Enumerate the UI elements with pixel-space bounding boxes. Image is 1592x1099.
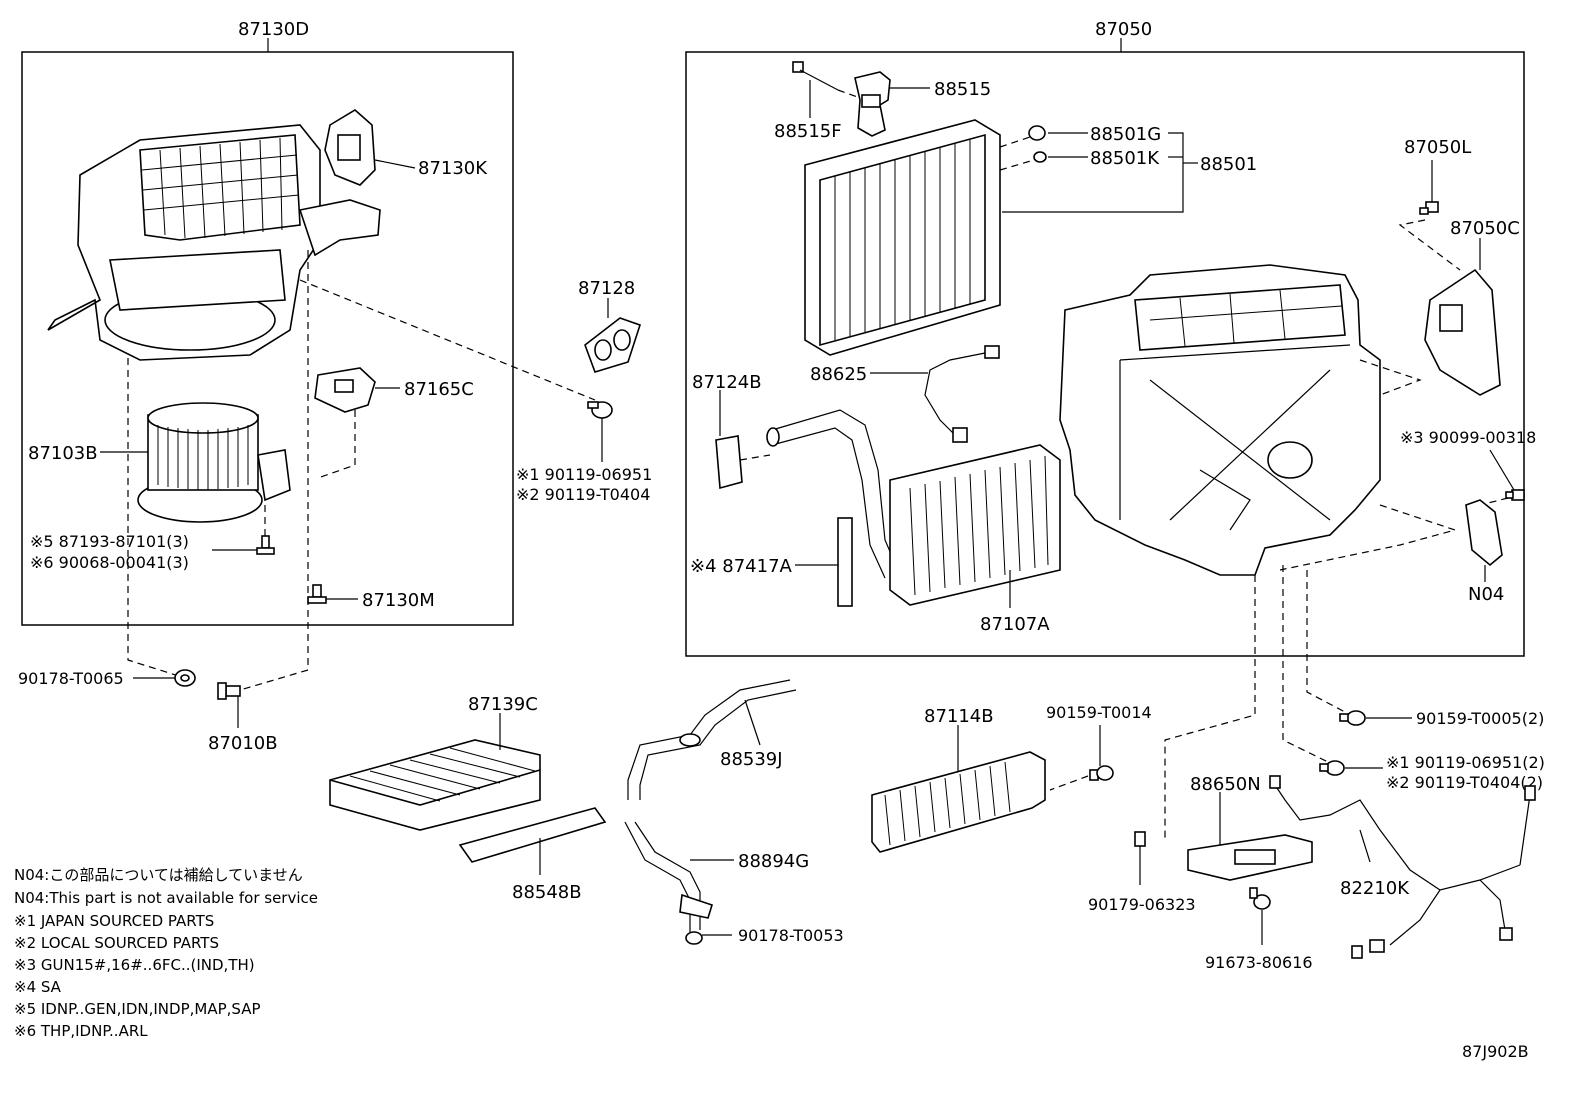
label-88501: 88501 bbox=[1200, 154, 1257, 175]
grommet-87128 bbox=[584, 317, 642, 373]
label-88548B: 88548B bbox=[512, 882, 582, 903]
label-87010B: 87010B bbox=[208, 733, 278, 754]
note-2: ※2 LOCAL SOURCED PARTS bbox=[14, 934, 219, 952]
sub-heater-87114B bbox=[871, 751, 1046, 853]
screw-87193 bbox=[256, 535, 275, 555]
label-87107A: 87107A bbox=[980, 614, 1050, 635]
drain-hose-88894G bbox=[624, 821, 713, 940]
seal-87417A bbox=[837, 517, 853, 607]
screw-87130M bbox=[307, 584, 327, 604]
note-n04-en: N04:This part is not available for servi… bbox=[14, 889, 318, 907]
group-label-87050: 87050 bbox=[1095, 19, 1152, 40]
resistor-87165C bbox=[314, 367, 376, 413]
label-88515: 88515 bbox=[934, 79, 991, 100]
label-87050C: 87050C bbox=[1450, 218, 1520, 239]
label-87139C: 87139C bbox=[468, 694, 538, 715]
note-5: ※5 IDNP..GEN,IDN,INDP,MAP,SAP bbox=[14, 1000, 261, 1018]
note-6: ※6 THP,IDNP..ARL bbox=[14, 1022, 148, 1040]
heater-core-87107A bbox=[889, 444, 1061, 606]
label-88501G: 88501G bbox=[1090, 124, 1161, 145]
label-87050L: 87050L bbox=[1404, 137, 1471, 158]
label-88650N: 88650N bbox=[1190, 774, 1261, 795]
label-90119-06951: ※1 90119-06951 bbox=[516, 465, 652, 484]
label-87193-87101: ※5 87193-87101(3) bbox=[30, 532, 189, 551]
label-88539J: 88539J bbox=[720, 749, 783, 770]
label-87114B: 87114B bbox=[924, 706, 994, 727]
diagram-code: 87J902B bbox=[1462, 1042, 1529, 1061]
label-88515F: 88515F bbox=[774, 121, 842, 142]
label-87124B: 87124B bbox=[692, 372, 762, 393]
screw-90159-T0014 bbox=[1089, 765, 1114, 781]
screw-90099-00318 bbox=[1505, 489, 1525, 501]
o-ring-88501K bbox=[1033, 151, 1047, 163]
label-N04: N04 bbox=[1468, 584, 1504, 605]
label-90119-T0404-2: ※2 90119-T0404(2) bbox=[1386, 773, 1543, 792]
group-box-87050 bbox=[685, 51, 1525, 657]
label-90159-T0014: 90159-T0014 bbox=[1046, 703, 1152, 722]
label-90159-T0005: 90159-T0005(2) bbox=[1416, 709, 1544, 728]
label-87130M: 87130M bbox=[362, 590, 435, 611]
label-90099-00318: ※3 90099-00318 bbox=[1400, 428, 1536, 447]
heater-pipes bbox=[766, 409, 899, 579]
label-87128: 87128 bbox=[578, 278, 635, 299]
label-88501K: 88501K bbox=[1090, 148, 1160, 169]
thermistor-88625 bbox=[924, 345, 1000, 443]
wire-harness-82210K bbox=[1269, 775, 1536, 959]
evaporator-88501 bbox=[804, 119, 1001, 356]
note-1: ※1 JAPAN SOURCED PARTS bbox=[14, 912, 214, 930]
screw-91673-80616 bbox=[1249, 887, 1271, 910]
note-n04-jp: N04:この部品については補給していません bbox=[14, 866, 303, 884]
screw-90159-T0005 bbox=[1339, 710, 1366, 726]
blower-motor-87103B bbox=[137, 402, 291, 523]
expansion-valve-88515 bbox=[854, 71, 891, 137]
clamp-87124B bbox=[715, 435, 743, 490]
screw-87050L bbox=[1419, 201, 1439, 215]
blower-housing-illustration bbox=[47, 124, 381, 361]
drain-hose-88539J bbox=[627, 679, 797, 800]
o-ring-88501G bbox=[1028, 125, 1046, 141]
label-88894G: 88894G bbox=[738, 851, 809, 872]
actuator-87130K bbox=[324, 109, 376, 186]
label-90178-T0053: 90178-T0053 bbox=[738, 926, 844, 945]
filter-cover-88548B bbox=[458, 807, 607, 863]
label-87103B: 87103B bbox=[28, 443, 98, 464]
label-90068-00041: ※6 90068-00041(3) bbox=[30, 553, 189, 572]
screw-87010B bbox=[217, 682, 241, 700]
bracket-N04 bbox=[1465, 499, 1503, 567]
group-box-87130D bbox=[21, 51, 514, 626]
screw-90119-center bbox=[587, 401, 613, 419]
label-87165C: 87165C bbox=[404, 379, 474, 400]
label-88625: 88625 bbox=[810, 364, 867, 385]
air-filter-87139C bbox=[329, 739, 541, 831]
bolt-88515F bbox=[792, 61, 839, 91]
label-91673-80616: 91673-80616 bbox=[1205, 953, 1313, 972]
clip-90179-06323 bbox=[1134, 831, 1146, 847]
label-90119-T0404: ※2 90119-T0404 bbox=[516, 485, 650, 504]
label-90179-06323: 90179-06323 bbox=[1088, 895, 1196, 914]
washer-90178-T0065 bbox=[174, 669, 196, 687]
group-label-87130D: 87130D bbox=[238, 19, 309, 40]
control-module-88650N bbox=[1187, 834, 1313, 881]
screw-90119-right bbox=[1319, 760, 1345, 776]
label-82210K: 82210K bbox=[1340, 878, 1410, 899]
label-87417A: ※4 87417A bbox=[690, 556, 793, 577]
actuator-87050C bbox=[1424, 268, 1501, 396]
heater-unit-case bbox=[1059, 264, 1381, 576]
label-87130K: 87130K bbox=[418, 158, 488, 179]
label-90119-06951-2: ※1 90119-06951(2) bbox=[1386, 753, 1545, 772]
label-90178-T0065: 90178-T0065 bbox=[18, 669, 124, 688]
footnotes: N04:この部品については補給していません N04:This part is n… bbox=[14, 866, 318, 1040]
clip-90178-T0053 bbox=[685, 931, 703, 945]
note-4: ※4 SA bbox=[14, 978, 62, 996]
note-3: ※3 GUN15#,16#..6FC..(IND,TH) bbox=[14, 956, 255, 974]
